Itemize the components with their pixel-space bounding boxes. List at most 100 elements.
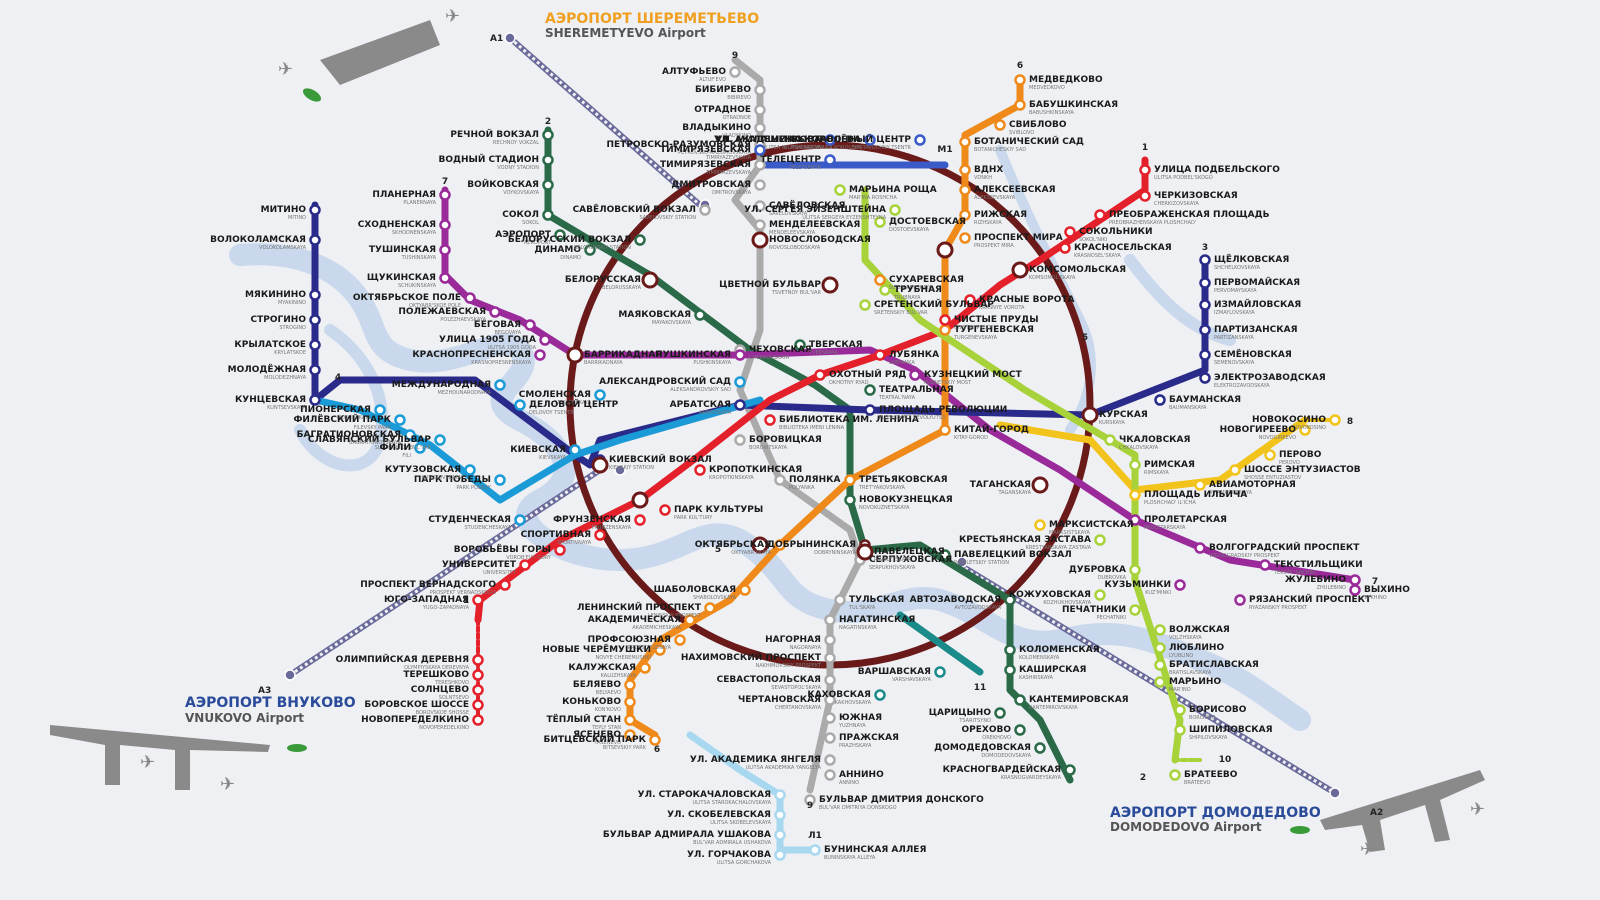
station-marker[interactable]: [634, 514, 646, 526]
station-marker[interactable]: [569, 444, 581, 456]
station-marker[interactable]: [824, 769, 836, 781]
station-marker[interactable]: [754, 159, 766, 171]
station-marker[interactable]: [879, 284, 891, 296]
interchange-marker[interactable]: [1031, 476, 1049, 494]
station-marker[interactable]: [1014, 694, 1026, 706]
interchange-marker[interactable]: [631, 491, 649, 509]
station-marker[interactable]: [542, 129, 554, 141]
station-marker[interactable]: [774, 829, 786, 841]
station-marker[interactable]: [464, 292, 476, 304]
station-marker[interactable]: [472, 594, 484, 606]
station-marker[interactable]: [1264, 449, 1276, 461]
station-marker[interactable]: [754, 144, 766, 156]
station-marker[interactable]: [1174, 704, 1186, 716]
station-marker[interactable]: [994, 119, 1006, 131]
station-marker[interactable]: [494, 474, 506, 486]
interchange-marker[interactable]: [751, 231, 769, 249]
station-marker[interactable]: [729, 66, 741, 78]
station-marker[interactable]: [464, 464, 476, 476]
station-marker[interactable]: [754, 179, 766, 191]
station-marker[interactable]: [774, 849, 786, 861]
station-marker[interactable]: [959, 184, 971, 196]
station-marker[interactable]: [1034, 742, 1046, 754]
station-marker[interactable]: [499, 579, 511, 591]
station-marker[interactable]: [939, 424, 951, 436]
station-marker[interactable]: [1174, 579, 1186, 591]
station-marker[interactable]: [624, 696, 636, 708]
station-marker[interactable]: [514, 514, 526, 526]
station-marker[interactable]: [439, 219, 451, 231]
station-marker[interactable]: [472, 669, 484, 681]
station-marker[interactable]: [309, 234, 321, 246]
station-marker[interactable]: [1154, 676, 1166, 688]
station-marker[interactable]: [542, 209, 554, 221]
station-marker[interactable]: [1014, 99, 1026, 111]
station-marker[interactable]: [1194, 479, 1206, 491]
station-marker[interactable]: [824, 712, 836, 724]
station-marker[interactable]: [1259, 559, 1271, 571]
station-marker[interactable]: [1174, 724, 1186, 736]
station-marker[interactable]: [394, 414, 406, 426]
station-marker[interactable]: [1154, 394, 1166, 406]
station-marker[interactable]: [439, 244, 451, 256]
station-marker[interactable]: [994, 707, 1006, 719]
station-marker[interactable]: [684, 614, 696, 626]
station-marker[interactable]: [674, 634, 686, 646]
station-marker[interactable]: [824, 652, 836, 664]
station-marker[interactable]: [1034, 519, 1046, 531]
station-marker[interactable]: [1064, 226, 1076, 238]
station-marker[interactable]: [534, 349, 546, 361]
station-marker[interactable]: [584, 244, 596, 256]
rail-terminal[interactable]: [614, 464, 626, 476]
station-marker[interactable]: [844, 494, 856, 506]
station-marker[interactable]: [1094, 589, 1106, 601]
station-marker[interactable]: [1349, 574, 1361, 586]
rail-terminal[interactable]: [1329, 787, 1341, 799]
station-marker[interactable]: [374, 404, 386, 416]
station-marker[interactable]: [794, 339, 806, 351]
station-marker[interactable]: [309, 204, 321, 216]
station-marker[interactable]: [959, 209, 971, 221]
interchange-marker[interactable]: [566, 346, 584, 364]
station-marker[interactable]: [309, 364, 321, 376]
station-marker[interactable]: [1059, 242, 1071, 254]
station-marker[interactable]: [494, 379, 506, 391]
station-marker[interactable]: [1299, 424, 1311, 436]
station-marker[interactable]: [542, 179, 554, 191]
station-marker[interactable]: [624, 729, 636, 741]
station-marker[interactable]: [1154, 642, 1166, 654]
station-marker[interactable]: [1349, 584, 1361, 596]
station-marker[interactable]: [824, 614, 836, 626]
station-marker[interactable]: [699, 204, 711, 216]
station-marker[interactable]: [939, 324, 951, 336]
station-marker[interactable]: [1129, 564, 1141, 576]
interchange-marker[interactable]: [1011, 261, 1029, 279]
station-marker[interactable]: [1199, 349, 1211, 361]
station-marker[interactable]: [309, 339, 321, 351]
station-marker[interactable]: [1199, 277, 1211, 289]
station-marker[interactable]: [1199, 299, 1211, 311]
station-marker[interactable]: [1004, 664, 1016, 676]
station-marker[interactable]: [734, 434, 746, 446]
station-marker[interactable]: [874, 689, 886, 701]
station-marker[interactable]: [844, 474, 856, 486]
station-marker[interactable]: [824, 674, 836, 686]
station-marker[interactable]: [1329, 414, 1341, 426]
station-marker[interactable]: [914, 134, 926, 146]
station-marker[interactable]: [624, 679, 636, 691]
station-marker[interactable]: [1014, 724, 1026, 736]
station-marker[interactable]: [964, 294, 976, 306]
station-marker[interactable]: [739, 584, 751, 596]
station-marker[interactable]: [814, 369, 826, 381]
station-marker[interactable]: [519, 559, 531, 571]
interchange-marker[interactable]: [641, 271, 659, 289]
station-marker[interactable]: [1064, 764, 1076, 776]
station-marker[interactable]: [472, 684, 484, 696]
station-marker[interactable]: [554, 229, 566, 241]
station-marker[interactable]: [824, 694, 836, 706]
interchange-marker[interactable]: [591, 456, 609, 474]
station-marker[interactable]: [824, 634, 836, 646]
station-marker[interactable]: [659, 504, 671, 516]
station-marker[interactable]: [414, 442, 426, 454]
station-marker[interactable]: [539, 334, 551, 346]
